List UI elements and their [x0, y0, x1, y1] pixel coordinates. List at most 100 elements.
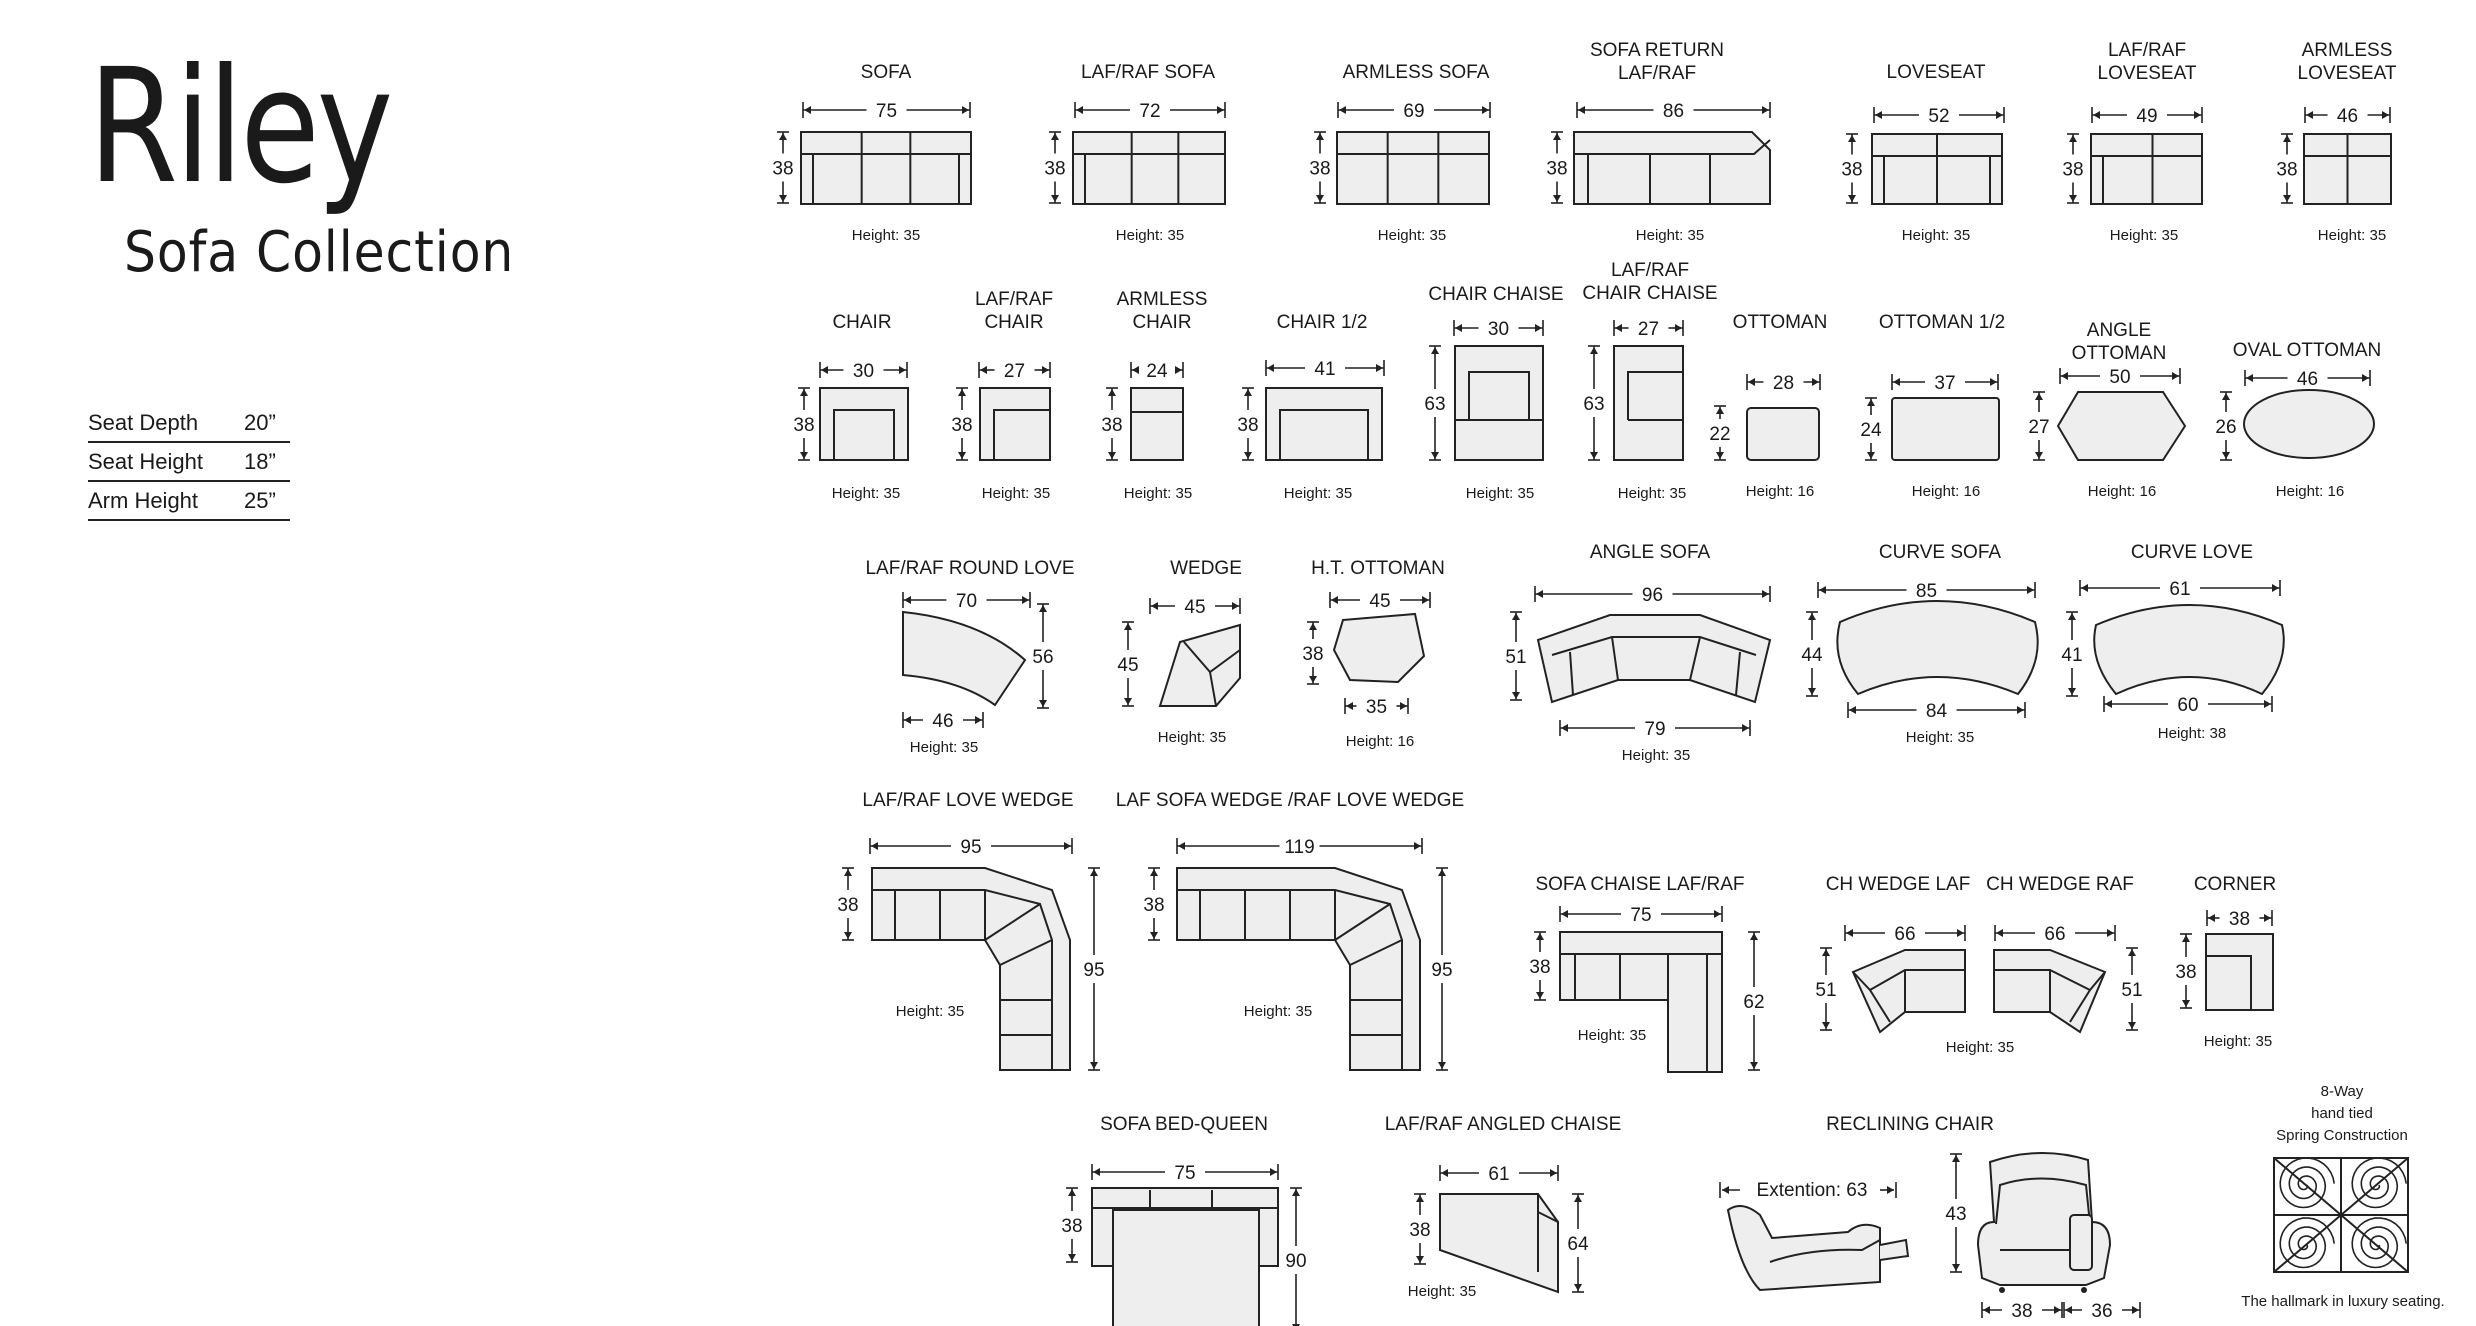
arrow-icon [1553, 195, 1561, 202]
height-note: Height: 35 [852, 227, 920, 244]
arrow-icon [1175, 366, 1182, 374]
dimension-value: 38 [1044, 159, 1065, 180]
dimension-value: 38 [2229, 909, 2250, 930]
piece-outline [1336, 131, 1490, 205]
arrow-icon [1867, 452, 1875, 459]
dimension-value: 46 [932, 711, 953, 732]
arrow-icon [1267, 364, 1274, 372]
arrow-icon [1808, 613, 1816, 620]
piece-label: CHAIR [984, 312, 1043, 333]
piece-label: SOFA [861, 62, 912, 83]
dimension-value: 37 [1934, 373, 1955, 394]
arrow-icon [1722, 1186, 1729, 1194]
piece-label: LAF/RAF [975, 289, 1053, 310]
spec-label: Arm Height [88, 487, 199, 513]
piece-label: LAF/RAF SOFA [1081, 62, 1215, 83]
arrow-icon [1996, 111, 2003, 119]
piece-outline [1613, 345, 1684, 461]
recliner-foot-icon [2081, 1287, 2087, 1293]
dimension-value: 36 [2091, 1301, 2112, 1322]
height-note: Height: 16 [1912, 483, 1980, 500]
arrow-icon [1762, 106, 1769, 114]
dimension-value: 44 [1801, 645, 1823, 666]
arrow-icon [844, 869, 852, 876]
arrow-icon [1178, 842, 1185, 850]
arrow-icon [1431, 452, 1439, 459]
dimension-value: 38 [1302, 644, 1323, 665]
arrow-icon [1812, 378, 1819, 386]
arrow-icon [980, 366, 987, 374]
arrow-icon [821, 366, 828, 374]
arrow-icon [975, 716, 982, 724]
arrow-icon [1675, 324, 1682, 332]
recliner-arm-line [1769, 1239, 1881, 1263]
piece-label: ARMLESS [2302, 40, 2393, 61]
arrow-icon [1270, 1168, 1277, 1176]
piece-outline [1130, 387, 1184, 461]
height-note: Height: 35 [910, 739, 978, 756]
arrow-icon [1124, 623, 1132, 630]
dimension-value: 45 [1184, 597, 1205, 618]
arrow-icon [2027, 586, 2034, 594]
piece-label: ARMLESS SOFA [1343, 62, 1490, 83]
arrow-icon [2246, 374, 2253, 382]
arrow-icon [1590, 347, 1598, 354]
piece-outline [1158, 623, 1241, 707]
height-note: Height: 35 [1618, 485, 1686, 502]
brand: Riley Sofa Collection [88, 48, 558, 285]
dimension-value: 119 [1284, 837, 1314, 858]
arrow-icon [904, 716, 911, 724]
arrow-icon [1952, 1264, 1960, 1271]
arrow-icon [2182, 935, 2190, 942]
arrow-icon [2061, 372, 2068, 380]
height-note: Height: 35 [1408, 1283, 1476, 1300]
arrow-icon [2065, 1306, 2072, 1314]
arrow-icon [1553, 133, 1561, 140]
recliner-footrest-icon [1879, 1238, 1910, 1261]
arrow-icon [800, 452, 808, 459]
arrow-icon [1887, 1186, 1894, 1194]
arrow-icon [2172, 372, 2179, 380]
arrow-icon [1808, 688, 1816, 695]
height-note: Height: 16 [1746, 483, 1814, 500]
arrow-icon [962, 106, 969, 114]
dimension-value: 95 [1083, 960, 1104, 981]
height-note: Height: 35 [2318, 227, 2386, 244]
piece-label: LAF/RAF [1618, 63, 1696, 84]
dimension-value: 38 [2011, 1301, 2032, 1322]
arrow-icon [1400, 702, 1407, 710]
arrow-icon [2054, 1306, 2061, 1314]
piece-label: LOVESEAT [2298, 63, 2397, 84]
arrow-icon [2035, 452, 2043, 459]
piece-label: OTTOMAN [1733, 312, 1828, 333]
arrow-icon [1441, 1169, 1448, 1177]
dimension-value: 95 [1431, 960, 1452, 981]
arrow-icon [1309, 623, 1317, 630]
piece-outline [1746, 407, 1820, 461]
dimension-value: 27 [2028, 417, 2049, 438]
arrow-icon [1875, 111, 1882, 119]
dimension-value: 75 [876, 101, 897, 122]
dimension-value: 72 [1139, 101, 1160, 122]
arrow-icon [1132, 366, 1139, 374]
seat-divider [1569, 651, 1574, 696]
arrow-icon [1292, 1189, 1300, 1196]
dimension-value: 35 [1366, 697, 1387, 718]
dimension-value: 38 [1841, 160, 1862, 181]
piece-label: LAF SOFA WEDGE /RAF LOVE WEDGE [1116, 790, 1464, 811]
dimension-value: 61 [1488, 1164, 1509, 1185]
arrow-icon [1983, 1306, 1990, 1314]
arrow-icon [899, 366, 906, 374]
arrow-icon [1068, 1189, 1076, 1196]
